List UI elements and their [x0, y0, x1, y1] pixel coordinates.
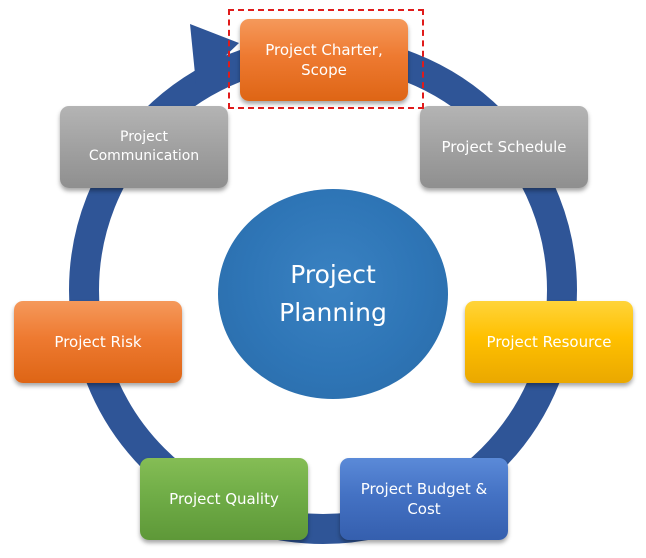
center-circle: Project Planning — [218, 189, 448, 399]
node-schedule-label: Project Schedule — [441, 138, 567, 156]
node-resource-label: Project Resource — [486, 333, 612, 351]
node-project-communication[interactable]: Project Communication — [60, 106, 228, 188]
node-budget-line2: Cost — [407, 500, 441, 518]
node-communication-line2: Communication — [88, 148, 200, 164]
node-project-risk[interactable]: Project Risk — [14, 301, 182, 383]
node-risk-label: Project Risk — [54, 333, 142, 351]
node-project-schedule[interactable]: Project Schedule — [420, 106, 588, 188]
node-project-charter-scope[interactable]: Project Charter, Scope — [240, 19, 408, 101]
node-project-budget-cost[interactable]: Project Budget & Cost — [340, 458, 508, 540]
node-charter-line1: Project Charter, — [265, 41, 383, 59]
node-quality-label: Project Quality — [169, 490, 279, 508]
node-charter-line2: Scope — [301, 61, 347, 79]
node-project-quality[interactable]: Project Quality — [140, 458, 308, 540]
center-title-line2: Planning — [279, 298, 387, 327]
node-communication-line1: Project — [120, 129, 168, 145]
cycle-arrow-head-icon — [190, 24, 239, 84]
node-budget-line1: Project Budget & — [360, 480, 488, 498]
node-project-resource[interactable]: Project Resource — [465, 301, 633, 383]
center-title-line1: Project — [290, 260, 376, 289]
